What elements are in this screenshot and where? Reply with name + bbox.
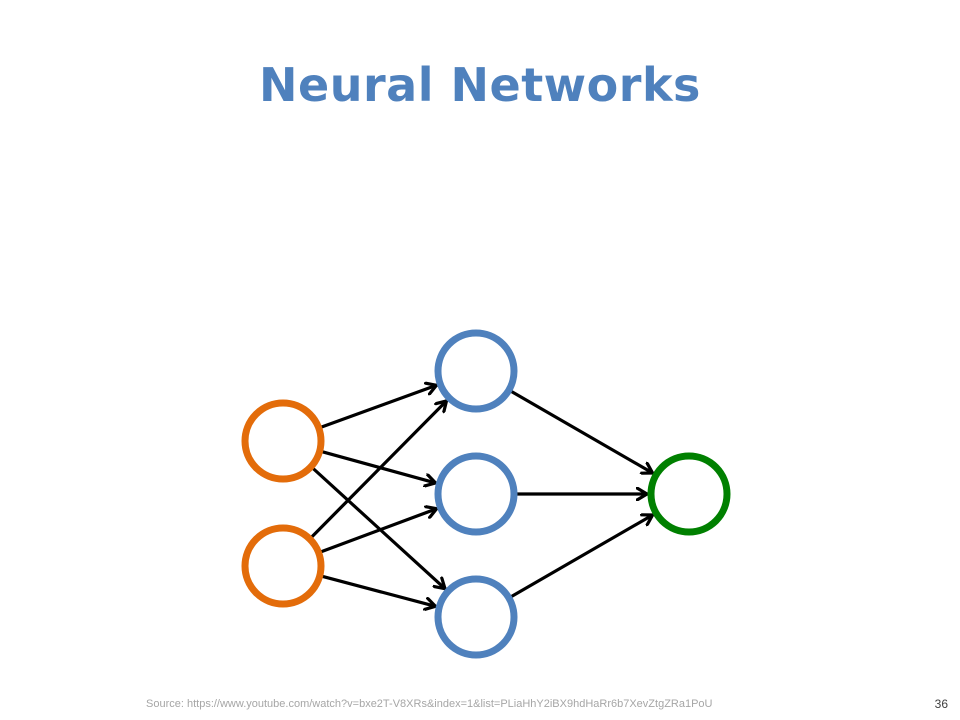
connection-arrow-input-1-to-hidden-0	[309, 399, 449, 540]
nodes-group	[241, 329, 731, 659]
connection-arrow-input-0-to-hidden-2	[311, 466, 447, 591]
input-node-1	[241, 524, 325, 608]
source-citation: Source: https://www.youtube.com/watch?v=…	[146, 698, 713, 710]
hidden-node-2	[434, 575, 518, 659]
hidden-node-0	[434, 329, 518, 413]
output-node-0	[647, 452, 731, 536]
page-number: 36	[934, 697, 948, 711]
connection-arrow-input-0-to-hidden-0	[319, 385, 439, 429]
connections-group	[309, 385, 655, 606]
connection-arrow-input-1-to-hidden-2	[320, 574, 437, 606]
connection-arrow-input-1-to-hidden-1	[318, 509, 439, 554]
input-node-0	[241, 399, 325, 483]
connection-arrow-hidden-0-to-output-0	[509, 389, 655, 473]
hidden-node-1	[434, 452, 518, 536]
connection-arrow-hidden-2-to-output-0	[509, 515, 655, 599]
slide-title: Neural Networks	[259, 58, 701, 112]
